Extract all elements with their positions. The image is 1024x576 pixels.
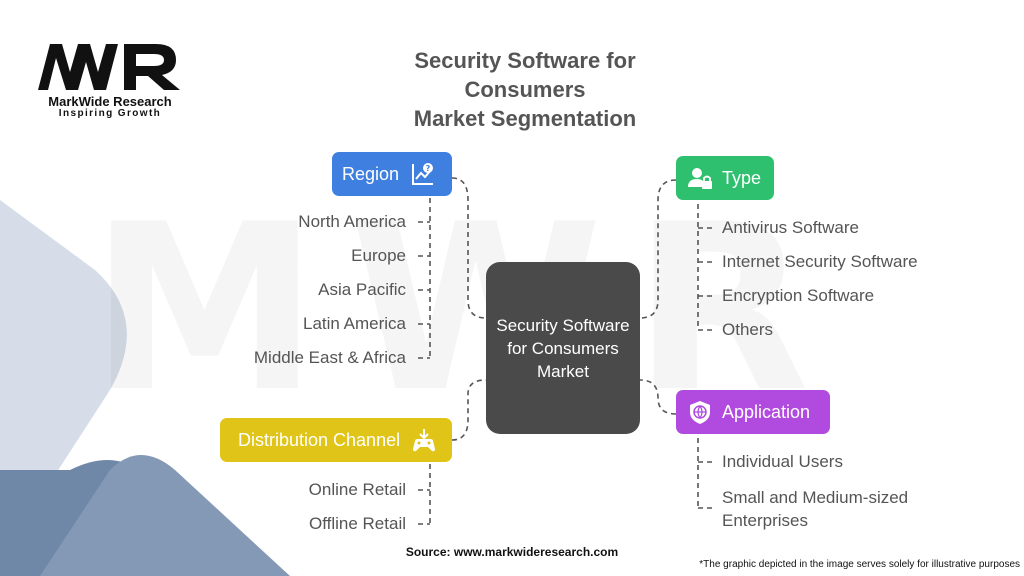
chart-magnifier-icon: ? bbox=[409, 160, 437, 188]
logo-tagline: Inspiring Growth bbox=[58, 108, 162, 119]
connector-region bbox=[451, 177, 487, 319]
region-item-3: Asia Pacific bbox=[318, 280, 406, 299]
region-category: Region ? bbox=[332, 152, 452, 196]
title-line-2: Market Segmentation bbox=[413, 106, 637, 131]
svg-text:?: ? bbox=[426, 164, 431, 173]
title-line-1: Security Software for Consumers bbox=[414, 48, 636, 102]
globe-shield-icon bbox=[686, 398, 714, 426]
type-label: Type bbox=[722, 167, 762, 188]
region-item-4: Latin America bbox=[303, 314, 406, 333]
type-item-3: Encryption Software bbox=[722, 286, 875, 305]
application-category: Application bbox=[676, 390, 830, 434]
distribution-item-1: Online Retail bbox=[308, 480, 406, 499]
logo-name: MarkWide Research bbox=[48, 94, 172, 109]
user-lock-icon bbox=[686, 164, 714, 192]
region-item-1: North America bbox=[298, 212, 406, 231]
type-item-1: Antivirus Software bbox=[722, 218, 859, 237]
type-item-4: Others bbox=[722, 320, 774, 339]
distribution-category: Distribution Channel bbox=[220, 418, 452, 462]
page-title: Security Software for Consumers Market S… bbox=[360, 46, 690, 133]
type-category: Type bbox=[676, 156, 774, 200]
region-item-2: Europe bbox=[351, 246, 406, 265]
connector-type bbox=[639, 179, 677, 319]
gamepad-download-icon bbox=[410, 426, 438, 454]
distribution-item-2: Offline Retail bbox=[308, 514, 406, 533]
type-item-2: Internet Security Software bbox=[722, 252, 918, 271]
application-item-1: Individual Users bbox=[722, 452, 843, 471]
application-item-2: Small and Medium-sized Enterprises bbox=[722, 488, 909, 530]
disclaimer-note: *The graphic depicted in the image serve… bbox=[699, 559, 1020, 570]
source-credit: Source: www.markwideresearch.com bbox=[405, 545, 619, 559]
region-label: Region bbox=[342, 163, 400, 184]
region-item-5: Middle East & Africa bbox=[253, 348, 406, 367]
connector-application bbox=[639, 379, 677, 415]
markwide-logo bbox=[38, 44, 180, 90]
distribution-label: Distribution Channel bbox=[238, 429, 401, 450]
center-market-node: Security Software for Consumers Market bbox=[486, 262, 640, 434]
connector-distribution bbox=[451, 379, 487, 441]
application-label: Application bbox=[722, 401, 811, 422]
